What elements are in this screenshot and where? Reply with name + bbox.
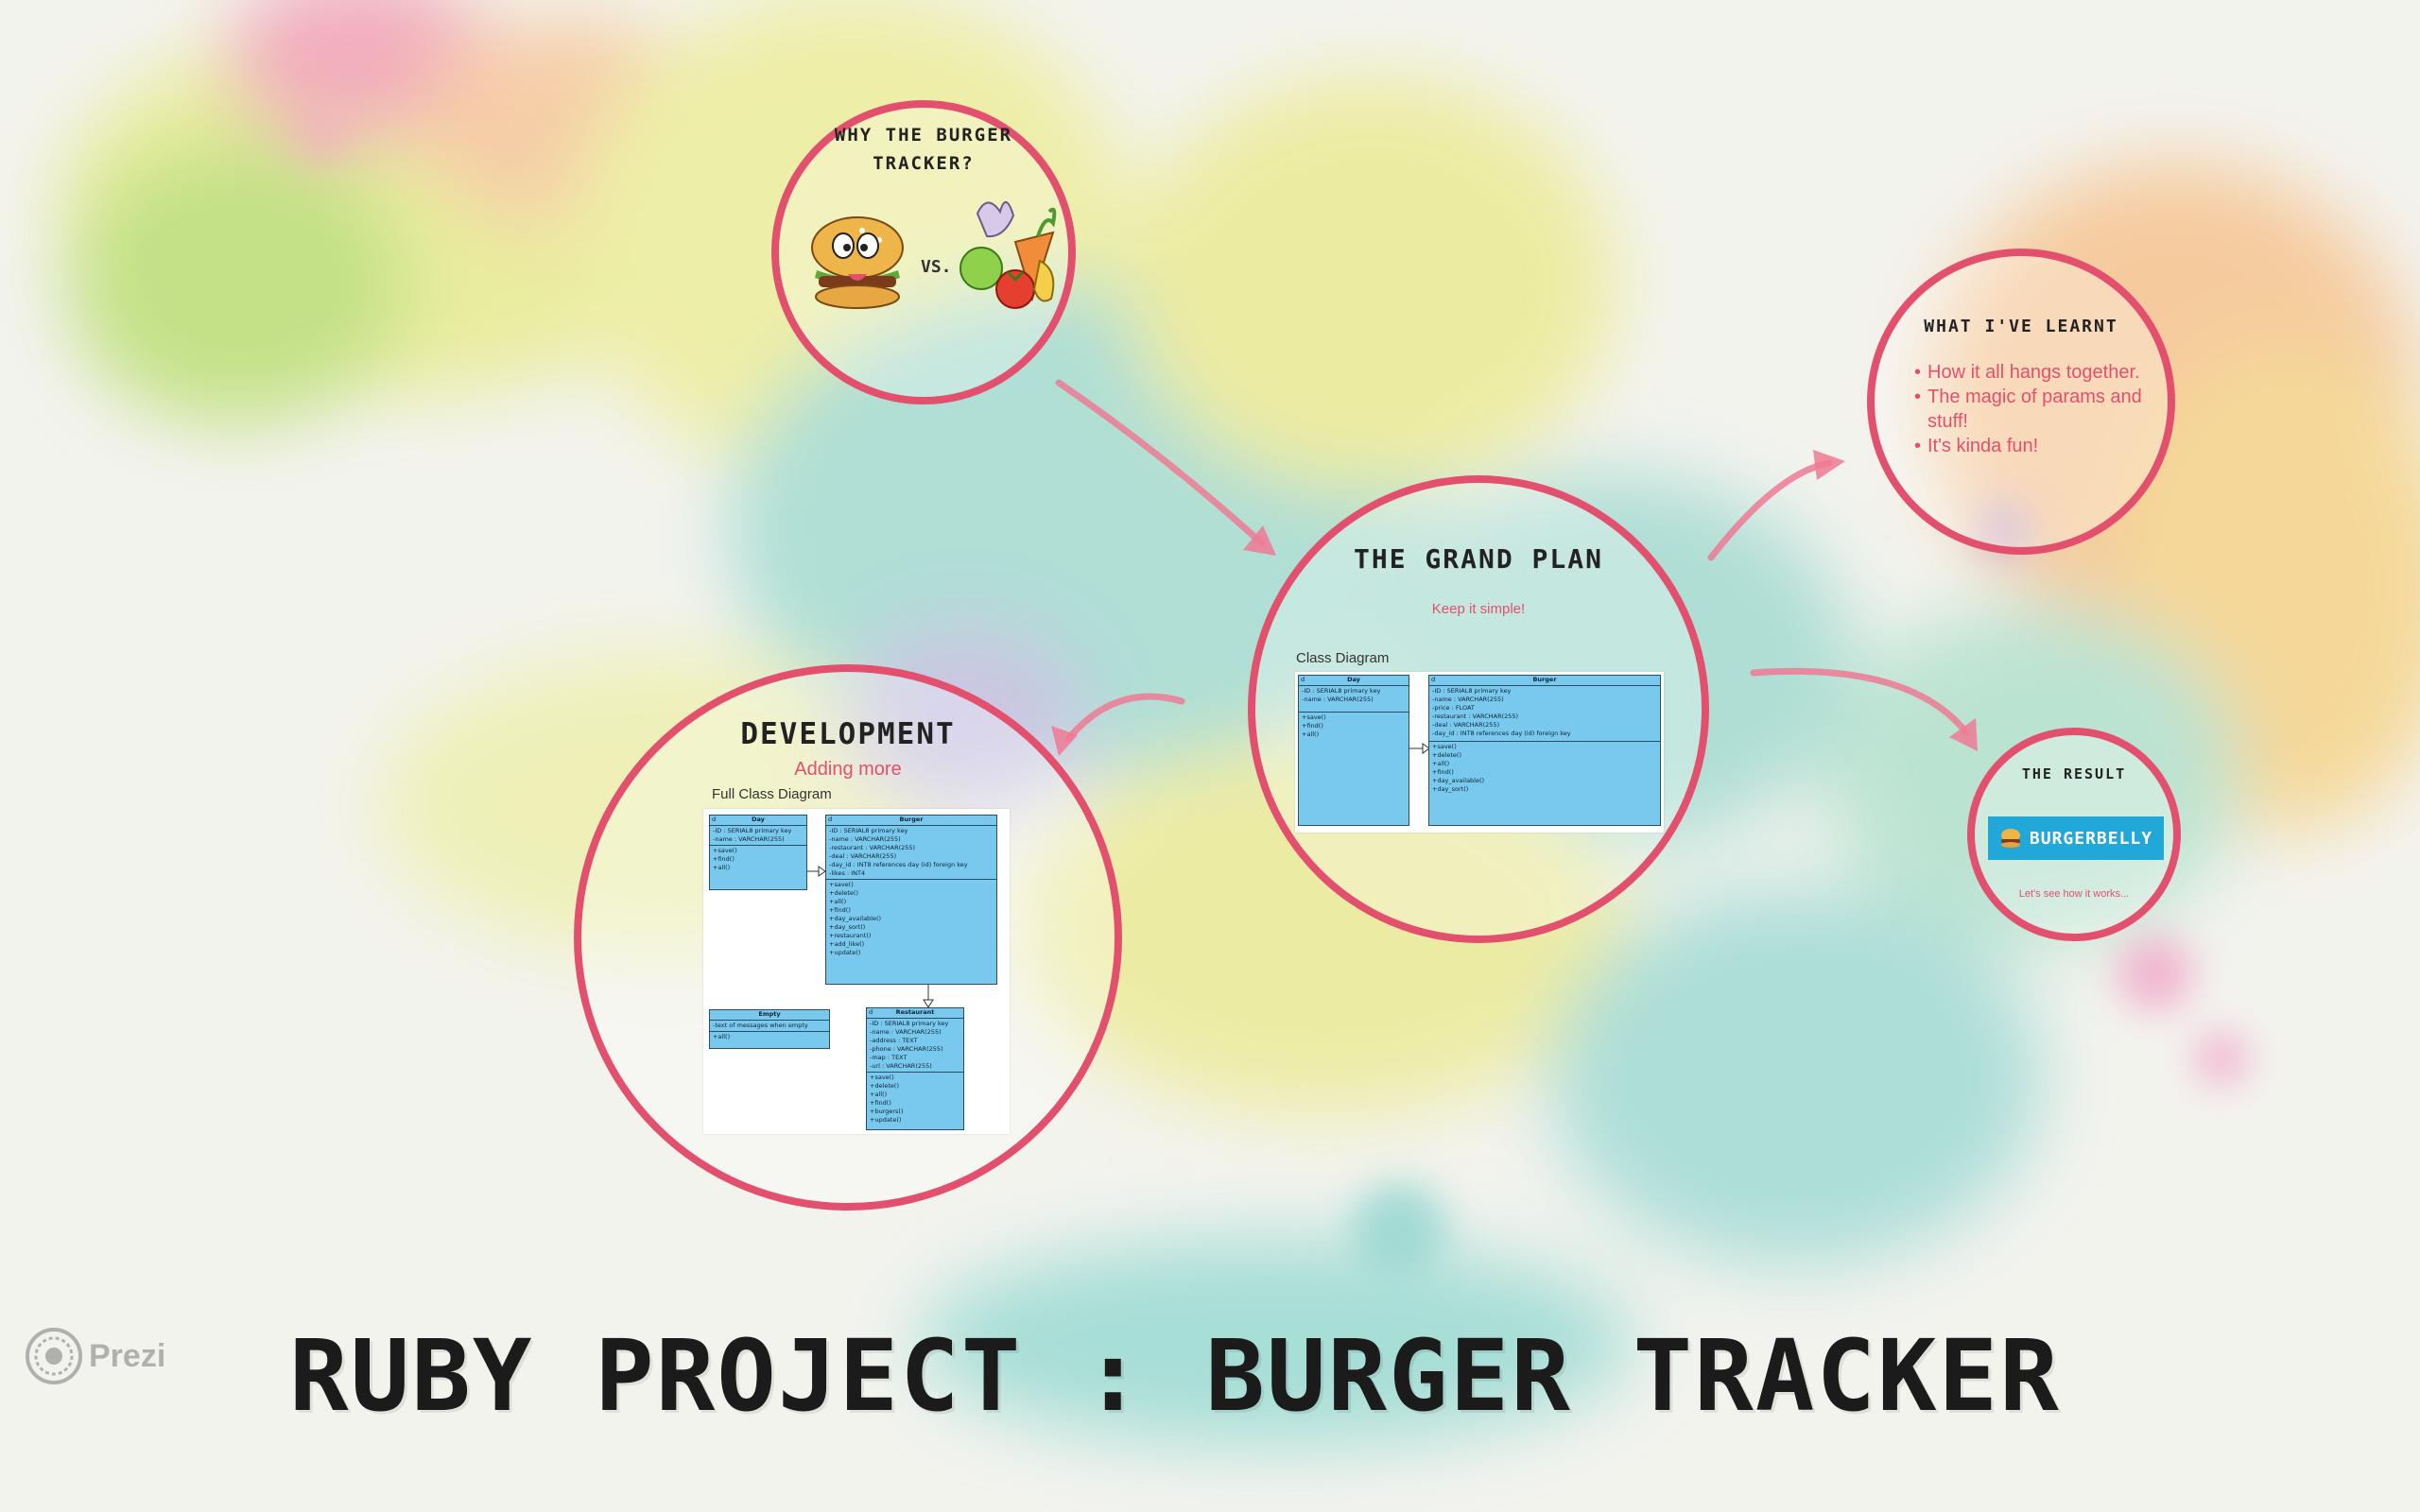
burger-icon [2000,829,2020,848]
arrowhead-learnt [1813,450,1845,480]
class-diagram-label: Class Diagram [1296,650,1390,666]
result-title: THE RESULT [2021,765,2127,782]
prezi-logo-text: Prezi [89,1337,166,1374]
arrowhead-plan [1243,525,1276,556]
arrow-plan-to-learnt [1707,459,1833,561]
vs-label: VS. [921,257,952,277]
arrowhead-development [1051,726,1078,756]
learnt-title: WHAT I'VE LEARNT [1924,317,2118,336]
arrow-plan-to-development [1064,693,1185,743]
grand-plan-subtitle: Keep it simple! [1431,601,1526,617]
learnt-item: It's kinda fun! [1914,434,2160,458]
arrow-why-to-plan [1055,379,1266,547]
prezi-logo-icon [26,1328,82,1384]
development-subtitle: Adding more [794,759,902,780]
vegetables-illustration [959,201,1057,309]
learnt-item: How it all hangs together. [1914,360,2160,385]
result-note[interactable]: Let's see how it works... [2018,888,2130,900]
what-ive-learnt-circle[interactable]: WHAT I'VE LEARNT How it all hangs togeth… [1867,249,2175,555]
grand-plan-title: THE GRAND PLAN [1353,543,1603,575]
prezi-logo[interactable]: Prezi [25,1327,165,1385]
burger-illustration [811,216,904,309]
main-title: RUBY PROJECT : BURGER TRACKER [289,1318,2061,1434]
learnt-list: How it all hangs together. The magic of … [1914,360,2160,458]
arrowhead-result [1949,718,1978,751]
why-title-line1: WHY THE BURGER [834,125,1013,146]
burgerbelly-text: BURGERBELLY [2029,828,2153,849]
arrow-plan-to-result [1750,667,1970,736]
why-burger-tracker-circle[interactable]: WHY THE BURGER TRACKER? VS. [771,100,1076,404]
the-result-circle[interactable]: THE RESULT BURGERBELLY Let's see how it … [1967,728,2181,941]
grand-plan-circle[interactable]: THE GRAND PLAN Keep it simple! Class Dia… [1248,475,1709,943]
uml-empty-box: Empty -text of messages when empty +all(… [709,1009,830,1049]
why-title-line2: TRACKER? [873,153,975,174]
full-class-diagram-label: Full Class Diagram [712,786,832,802]
learnt-item: The magic of params and stuff! [1914,385,2160,434]
development-title: DEVELOPMENT [740,717,956,751]
development-circle[interactable]: DEVELOPMENT Adding more Full Class Diagr… [574,664,1122,1211]
burgerbelly-banner[interactable]: BURGERBELLY [1988,816,2164,860]
